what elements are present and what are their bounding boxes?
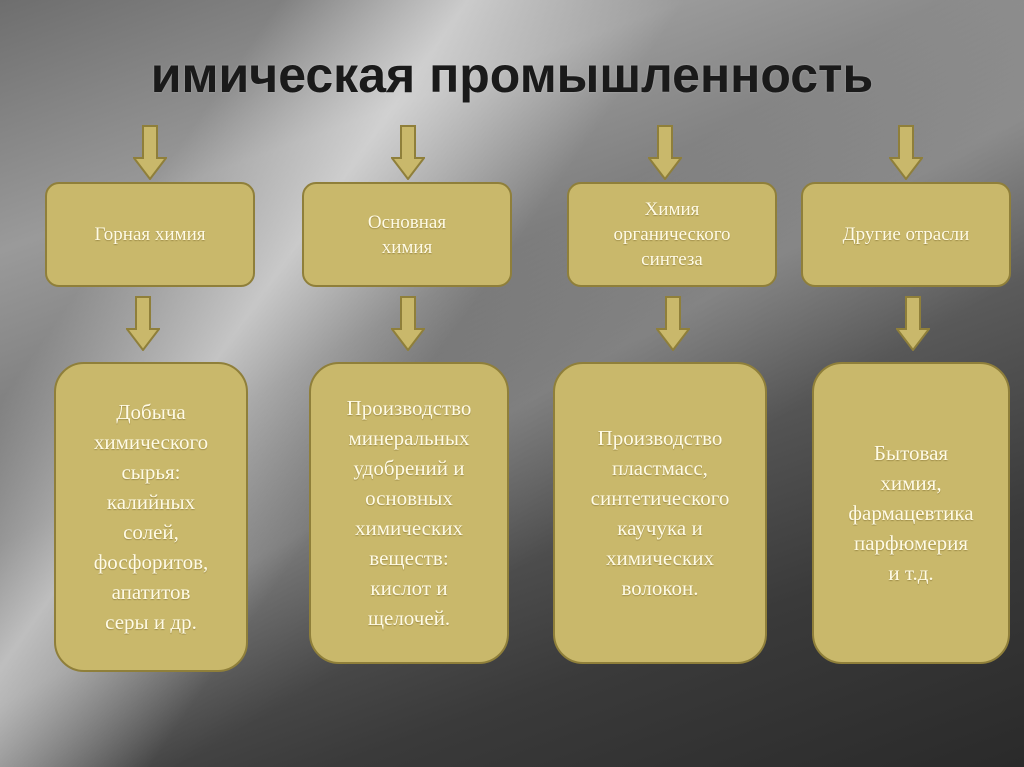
category-label: Горная химия [94, 224, 206, 245]
category-box-organic-synthesis: Химия органического синтеза [567, 182, 777, 287]
description-box-organic-synthesis: Производство пластмасс, синтетического к… [553, 362, 767, 664]
arrow-down-icon [656, 296, 690, 351]
arrow-down-icon [133, 125, 167, 180]
arrow-down-icon [889, 125, 923, 180]
arrow-down-icon [391, 125, 425, 180]
description-text: Добыча химического сырья: калийных солей… [93, 400, 209, 634]
category-box-other-branches: Другие отрасли [801, 182, 1011, 287]
category-label: Химия органического синтеза [613, 199, 731, 270]
category-label: Основная химия [367, 211, 447, 258]
description-box-mining-chemistry: Добыча химического сырья: калийных солей… [54, 362, 248, 672]
description-text: Производство минеральных удобрений и осн… [346, 396, 472, 630]
arrow-down-icon [896, 296, 930, 351]
arrow-down-icon [648, 125, 682, 180]
category-box-mining-chemistry: Горная химия [45, 182, 255, 287]
diagram-title: имическая промышленность [150, 47, 874, 103]
category-box-basic-chemistry: Основная химия [302, 182, 512, 287]
arrow-down-icon [126, 296, 160, 351]
category-label: Другие отрасли [842, 224, 970, 245]
description-text: Производство пластмасс, синтетического к… [590, 426, 730, 600]
description-box-basic-chemistry: Производство минеральных удобрений и осн… [309, 362, 509, 664]
description-box-other-branches: Бытовая химия, фармацевтика парфюмерия и… [812, 362, 1010, 664]
description-text: Бытовая химия, фармацевтика парфюмерия и… [848, 441, 974, 585]
arrow-down-icon [391, 296, 425, 351]
